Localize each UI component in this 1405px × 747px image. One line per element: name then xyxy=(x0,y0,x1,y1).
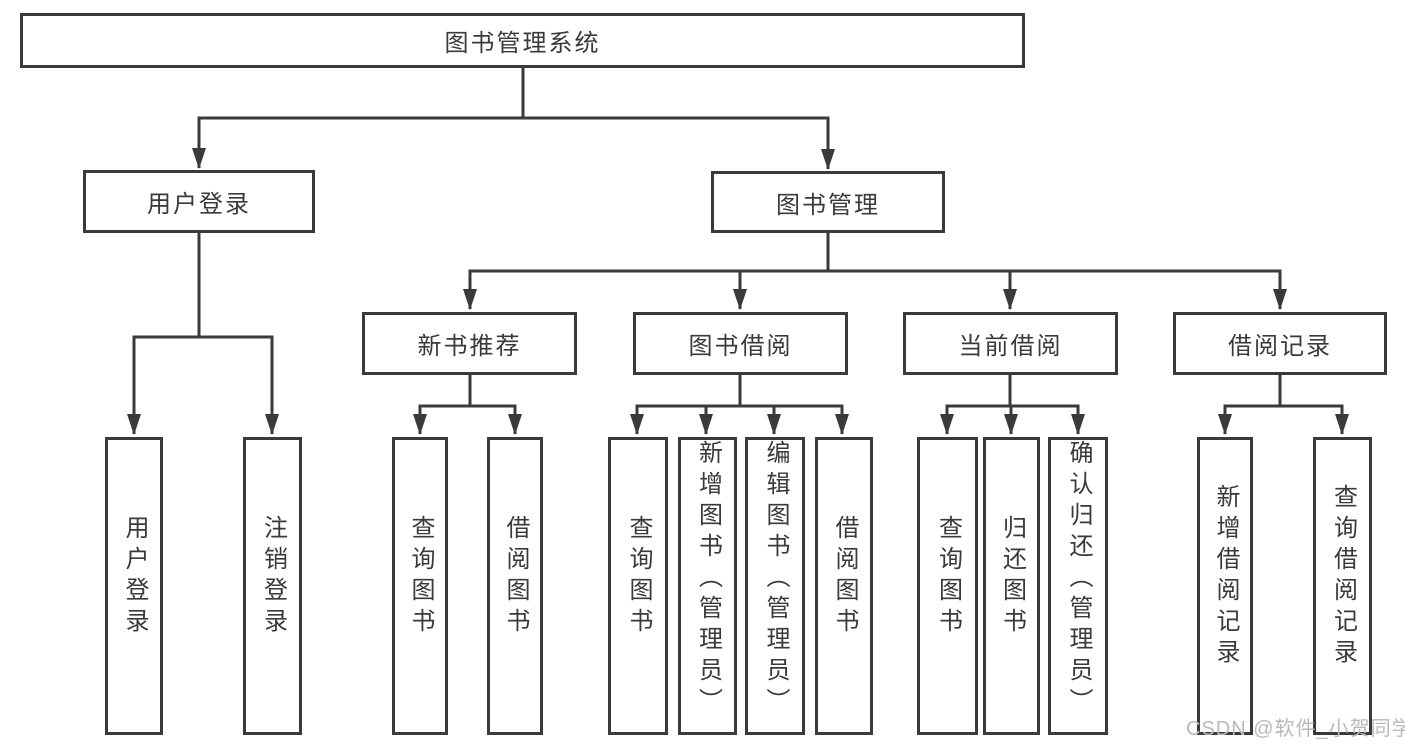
leaf-query-books-borrow: 查询图书 xyxy=(608,437,668,735)
watermark: CSDN @软件_小贺同学 xyxy=(1186,718,1405,740)
node-book-borrow: 图书借阅 xyxy=(633,312,848,375)
node-new-book-recommend: 新书推荐 xyxy=(362,312,577,375)
leaf-query-books-current: 查询图书 xyxy=(917,437,978,735)
node-label: 新增借阅记录 xyxy=(1212,484,1239,670)
node-label: 查询图书 xyxy=(625,515,652,639)
node-current-borrow: 当前借阅 xyxy=(903,312,1118,375)
node-user-login: 用户登录 xyxy=(83,170,315,233)
connector-new-book-children xyxy=(413,375,522,435)
connector-root-to-level2 xyxy=(192,68,835,170)
node-label: 归还图书 xyxy=(998,515,1026,639)
connector-book-management-children xyxy=(463,233,1287,310)
leaf-confirm-return-admin: 确认归还（管理员） xyxy=(1048,437,1108,735)
node-borrow-records: 借阅记录 xyxy=(1173,312,1387,375)
leaf-borrow-books-newbook: 借阅图书 xyxy=(487,437,543,735)
node-label: 借阅图书 xyxy=(502,515,529,639)
node-label: 用户登录 xyxy=(121,515,148,639)
leaf-user-login: 用户登录 xyxy=(105,437,163,735)
leaf-edit-books-admin: 编辑图书（管理员） xyxy=(745,437,805,735)
node-label: 查询图书 xyxy=(407,515,434,639)
leaf-logout: 注销登录 xyxy=(243,437,302,735)
node-label: 借阅图书 xyxy=(831,515,858,639)
connector-current-borrow-children xyxy=(940,375,1085,435)
node-label: 图书管理系统 xyxy=(444,30,601,57)
leaf-query-borrow-record: 查询借阅记录 xyxy=(1313,437,1372,735)
leaf-borrow-books-borrow: 借阅图书 xyxy=(815,437,873,735)
leaf-add-books-admin: 新增图书（管理员） xyxy=(678,437,737,735)
node-library-system: 图书管理系统 xyxy=(20,13,1025,68)
node-label: 查询借阅记录 xyxy=(1329,484,1357,670)
node-label: 编辑图书（管理员） xyxy=(762,440,789,719)
connector-user-login-children xyxy=(127,233,279,435)
node-label: 查询图书 xyxy=(934,515,962,639)
node-label: 注销登录 xyxy=(259,515,287,639)
node-label: 当前借阅 xyxy=(958,333,1063,360)
node-label: 确认归还（管理员） xyxy=(1065,440,1092,719)
leaf-add-borrow-record: 新增借阅记录 xyxy=(1197,437,1253,735)
node-book-management: 图书管理 xyxy=(711,171,945,233)
node-label: 借阅记录 xyxy=(1228,333,1332,360)
node-label: 图书借阅 xyxy=(688,333,793,360)
leaf-return-books: 归还图书 xyxy=(983,437,1040,735)
node-label: 用户登录 xyxy=(147,191,251,218)
connector-borrow-records-children xyxy=(1218,375,1349,435)
node-label: 图书管理 xyxy=(776,191,880,219)
connector-book-borrow-children xyxy=(630,375,849,435)
node-label: 新增图书（管理员） xyxy=(694,440,722,719)
node-label: 新书推荐 xyxy=(417,333,522,360)
leaf-query-books-newbook: 查询图书 xyxy=(392,437,448,735)
